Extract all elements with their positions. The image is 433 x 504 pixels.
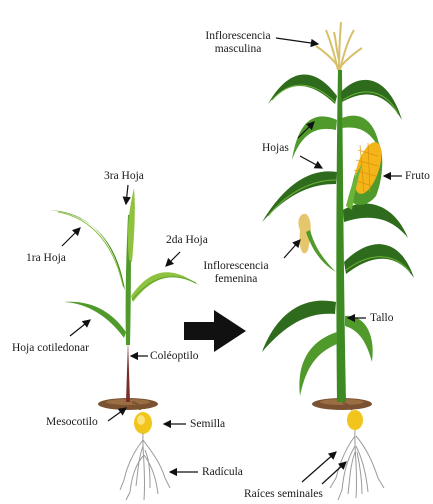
upper-leaf-left (268, 75, 337, 105)
upper-leaf-left-2 (292, 116, 337, 160)
lower-leaf-left-2 (299, 332, 337, 396)
seedling-leaf-3 (128, 188, 135, 262)
label-semilla: Semilla (190, 418, 225, 431)
upper-leaf-right (341, 80, 402, 120)
arrow-1ra-hoja (62, 228, 80, 246)
label-hoja-cotiledonar: Hoja cotiledonar (12, 342, 89, 355)
label-radicula: Radícula (202, 466, 243, 479)
seminal-roots (330, 430, 384, 500)
arrow-3ra-hoja (126, 185, 128, 204)
seedling-leaf-2 (131, 272, 200, 302)
mature-seed (347, 410, 363, 430)
label-infl-femenina-line1: Inflorescencia (196, 260, 276, 273)
label-raices-seminales: Raíces seminales (244, 488, 323, 501)
arrow-infl-femenina (284, 240, 300, 258)
mid-leaf-left (262, 171, 337, 222)
arrow-mesocotilo (108, 408, 126, 421)
lower-leaf-right-2 (345, 316, 373, 362)
growth-arrow-icon (184, 310, 246, 352)
label-3ra-hoja: 3ra Hoja (104, 170, 144, 183)
label-coleoptilo: Coléoptilo (150, 350, 199, 363)
label-fruto: Fruto (405, 170, 430, 183)
label-infl-femenina: Inflorescencia femenina (196, 260, 276, 286)
arrow-infl-masculina (276, 38, 318, 44)
label-hojas: Hojas (262, 142, 289, 155)
label-infl-masculina-line2: masculina (198, 43, 278, 56)
seedling-cotyledon-leaf (64, 302, 126, 338)
mid-leaf-right (343, 203, 408, 238)
label-tallo: Tallo (370, 312, 393, 325)
label-1ra-hoja: 1ra Hoja (26, 252, 66, 265)
lower-leaf-right (344, 244, 414, 278)
seedling-leaf-1 (50, 210, 125, 290)
arrow-hoja-cotiledonar (70, 320, 90, 336)
corn-cob (346, 139, 387, 210)
seedling-coleoptile (126, 340, 130, 402)
arrow-2da-hoja (166, 252, 180, 266)
arrow-raices-1 (302, 452, 336, 482)
label-mesocotilo: Mesocotilo (46, 416, 98, 429)
label-infl-masculina: Inflorescencia masculina (198, 30, 278, 56)
label-infl-masculina-line1: Inflorescencia (198, 30, 278, 43)
female-inflorescence (298, 214, 336, 272)
tassel (316, 22, 362, 70)
arrow-hojas-2 (300, 156, 322, 168)
seedling-radicle (120, 433, 170, 500)
label-infl-femenina-line2: femenina (196, 273, 276, 286)
label-2da-hoja: 2da Hoja (166, 234, 208, 247)
mature-plant (262, 22, 414, 500)
